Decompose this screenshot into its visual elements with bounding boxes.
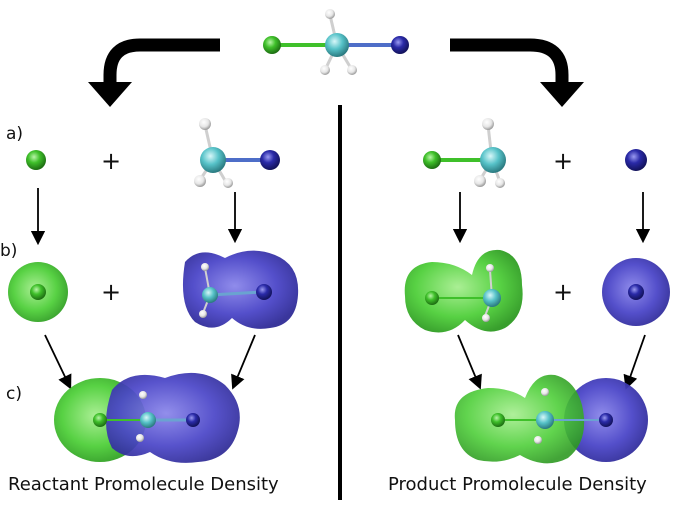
chloromethyl-molecule: [423, 118, 506, 188]
product-caption: Product Promolecule Density: [388, 474, 647, 495]
plus-sign: +: [101, 278, 122, 306]
left-arrowhead: [88, 82, 132, 107]
methyl-n-density: [182, 250, 299, 329]
reactant-caption: Reactant Promolecule Density: [8, 474, 279, 495]
arrow-diagonal: [623, 334, 646, 390]
right-arrowhead: [540, 82, 584, 107]
row-label-b: b): [0, 241, 18, 261]
row-label-a: a): [6, 124, 24, 144]
product-promolecule-density: [454, 374, 648, 464]
plus-sign: +: [553, 278, 574, 306]
plus-sign: +: [101, 147, 122, 175]
right-curved-arrow: [450, 38, 569, 85]
chloride-ion: [26, 150, 46, 170]
nitrogen-ion: [625, 149, 647, 171]
hydrogen-atom: [325, 9, 335, 19]
hydrogen-atom: [320, 65, 330, 75]
arrow-diagonal: [457, 334, 482, 390]
chlorine-atom: [263, 36, 281, 54]
methyl-n-molecule: [194, 118, 280, 188]
hydrogen-atom: [347, 65, 357, 75]
nitrogen-atom: [391, 36, 409, 54]
arrow-diagonal: [44, 334, 72, 390]
reactant-promolecule-density: [54, 372, 240, 463]
carbon-atom: [325, 33, 349, 57]
plus-sign: +: [553, 147, 574, 175]
row-label-c: c): [6, 384, 22, 404]
top-molecule-clch3n: [263, 9, 409, 75]
chloromethyl-density: [404, 249, 523, 333]
arrow-diagonal: [231, 334, 256, 390]
left-curved-arrow: [103, 38, 220, 85]
